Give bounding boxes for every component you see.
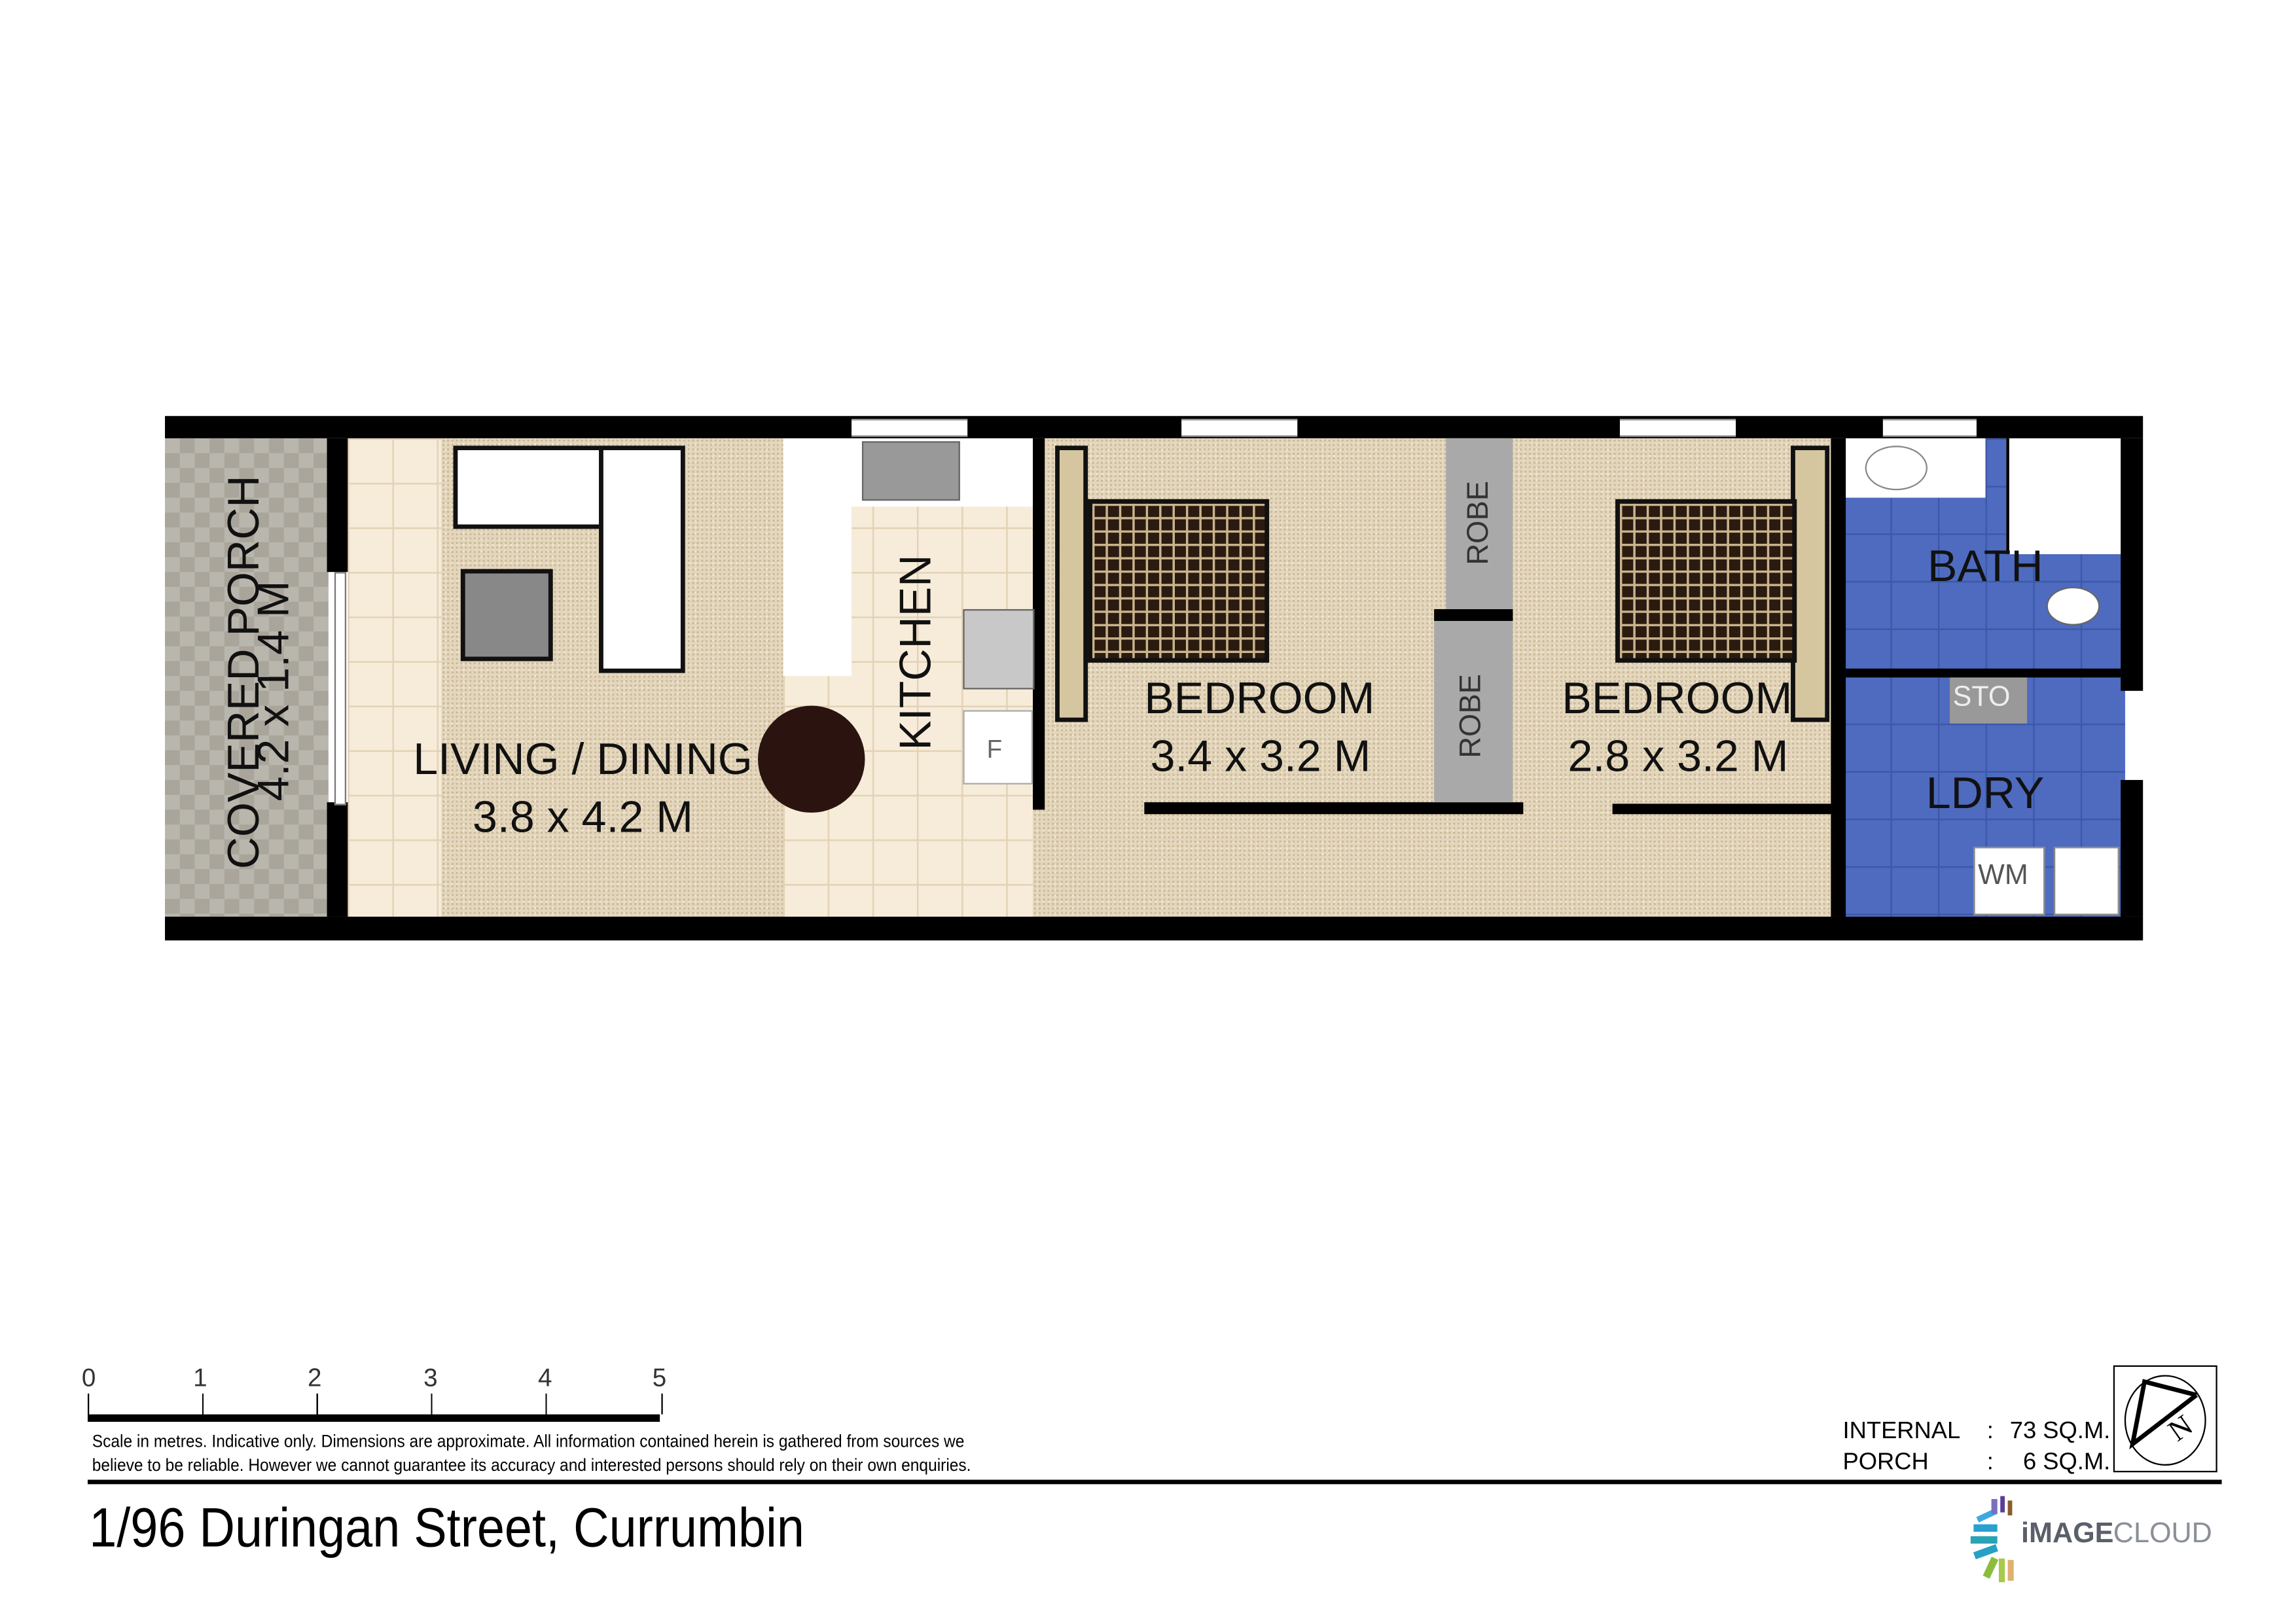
scale-bar-line	[87, 1414, 660, 1422]
wall-porch-upper	[327, 438, 348, 573]
bed	[1088, 499, 1270, 663]
wall-robe	[1434, 609, 1513, 622]
fridge: F	[963, 710, 1033, 785]
scale-tick-label: 3	[423, 1364, 438, 1392]
window	[1882, 419, 1977, 437]
bedhead	[1055, 446, 1088, 722]
robe-label: ROBE	[1454, 674, 1488, 758]
cooktop-icon	[963, 609, 1035, 690]
scale-ticks	[87, 1393, 663, 1415]
wall-bedroom1-bottom	[1144, 802, 1524, 815]
bed	[1615, 499, 1797, 663]
disclaimer: Scale in metres. Indicative only. Dimens…	[92, 1429, 971, 1477]
scale-tick-label: 1	[193, 1364, 207, 1392]
area-row: INTERNAL : 73 SQ.M.	[1843, 1416, 2111, 1447]
storage-label: STO	[1952, 682, 2011, 713]
wall-porch-lower	[327, 802, 348, 917]
area-row: PORCH : 6 SQ.M.	[1843, 1447, 2111, 1479]
window	[852, 419, 968, 437]
storage-cupboard	[1950, 676, 2028, 724]
living-size: 3.8 x 4.2 M	[473, 793, 694, 843]
shower-icon	[2006, 438, 2123, 554]
bedroom2-label: BEDROOM	[1562, 674, 1793, 724]
logo-text-bold: iMAGE	[2021, 1518, 2114, 1550]
living-label: LIVING / DINING	[413, 735, 753, 785]
window	[1181, 419, 1298, 437]
entry-tiles	[348, 438, 443, 917]
disclaimer-line: believe to be reliable. However we canno…	[92, 1454, 971, 1475]
basin-icon	[1865, 446, 1928, 491]
wall-bottom	[165, 916, 2144, 941]
imagecloud-logo: iMAGE CLOUD	[1962, 1492, 2221, 1590]
wall-top	[165, 415, 2144, 438]
area-value: 73 SQ.M.	[2009, 1419, 2111, 1445]
porch-floor	[165, 438, 329, 917]
logo-text-light: CLOUD	[2113, 1518, 2212, 1550]
area-separator: :	[1986, 1450, 1994, 1475]
window	[1619, 419, 1736, 437]
toilet-icon	[2046, 586, 2100, 626]
wall-bedroom2-bottom	[1612, 803, 1836, 815]
kitchen-label: KITCHEN	[891, 554, 941, 750]
area-label: INTERNAL	[1842, 1419, 1961, 1445]
porch-size: 4.2 x 1.4 M	[249, 580, 299, 802]
scale-tick-label: 0	[81, 1364, 96, 1392]
sofa-chaise	[599, 446, 685, 673]
bath-label: BATH	[1927, 542, 2043, 591]
scale-tick-label: 2	[308, 1364, 322, 1392]
washing-machine-icon	[1973, 847, 2045, 915]
coffee-table	[460, 569, 553, 662]
area-summary: INTERNAL : 73 SQ.M. PORCH : 6 SQ.M.	[1843, 1416, 2111, 1478]
laundry-label: LDRY	[1926, 769, 2045, 819]
sliding-door[interactable]	[334, 572, 347, 805]
logo-mark-icon	[1970, 1496, 2014, 1583]
dining-table	[758, 705, 865, 813]
wall-bath-laundry	[1846, 668, 2121, 678]
divider	[87, 1479, 2222, 1485]
wall-bath	[1831, 438, 1846, 917]
robe-label: ROBE	[1462, 480, 1496, 565]
sink-icon	[861, 441, 960, 501]
north-compass-icon: N	[2113, 1365, 2217, 1473]
bedroom1-size: 3.4 x 3.2 M	[1150, 732, 1371, 782]
laundry-tub-icon	[2053, 847, 2119, 915]
disclaimer-line: Scale in metres. Indicative only. Dimens…	[92, 1430, 965, 1452]
wall-right-lower	[2121, 780, 2144, 917]
scale-tick-label: 4	[537, 1364, 552, 1392]
kitchen-bench	[783, 438, 852, 677]
robe-upper	[1446, 438, 1513, 609]
bedroom1-label: BEDROOM	[1144, 674, 1375, 724]
washer-label: WM	[1978, 860, 2028, 892]
svg-text:N: N	[2162, 1409, 2199, 1448]
fridge-label: F	[986, 735, 1003, 764]
property-address: 1/96 Duringan Street, Currumbin	[89, 1497, 804, 1559]
wall-kitchen-bedroom	[1033, 438, 1045, 810]
area-label: PORCH	[1842, 1450, 1929, 1475]
robe-lower	[1434, 621, 1513, 803]
scale-tick-label: 5	[652, 1364, 667, 1392]
area-separator: :	[1986, 1419, 1994, 1445]
area-value: 6 SQ.M.	[2022, 1450, 2111, 1475]
wall-right-upper	[2121, 438, 2144, 691]
bedroom2-size: 2.8 x 3.2 M	[1568, 732, 1789, 782]
